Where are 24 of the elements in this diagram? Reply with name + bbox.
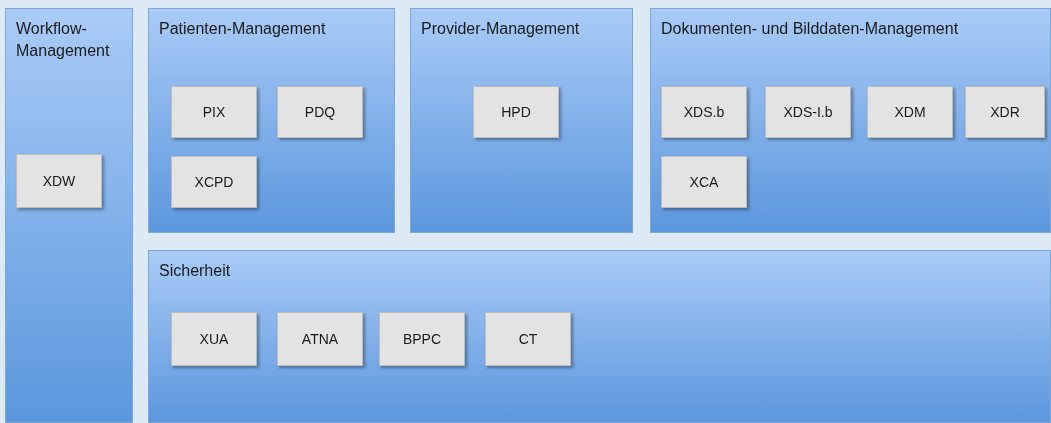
group-panel <box>5 8 133 423</box>
group-panel <box>148 8 395 233</box>
component-box: CT <box>485 312 571 366</box>
component-box: XUA <box>171 312 257 366</box>
panel-title: Sicherheit <box>159 261 232 281</box>
component-box: XDW <box>16 154 102 208</box>
component-box: XDS.b <box>661 86 747 138</box>
panel-title: Provider-Management <box>421 19 581 39</box>
component-box: ATNA <box>277 312 363 366</box>
component-box: XCPD <box>171 156 257 208</box>
component-box: HPD <box>473 86 559 138</box>
panel-title: Dokumenten- und Bilddaten-Management <box>661 19 960 39</box>
component-box: PDQ <box>277 86 363 138</box>
component-box: XDR <box>965 86 1045 138</box>
panel-title: Workflow-Management <box>16 19 111 61</box>
group-panel <box>650 8 1051 233</box>
group-panel <box>410 8 633 233</box>
component-box: XDS-I.b <box>765 86 851 138</box>
group-panel <box>148 250 1051 423</box>
component-box: PIX <box>171 86 257 138</box>
component-box: BPPC <box>379 312 465 366</box>
component-box: XDM <box>867 86 953 138</box>
component-box: XCA <box>661 156 747 208</box>
panel-title: Patienten-Management <box>159 19 327 39</box>
